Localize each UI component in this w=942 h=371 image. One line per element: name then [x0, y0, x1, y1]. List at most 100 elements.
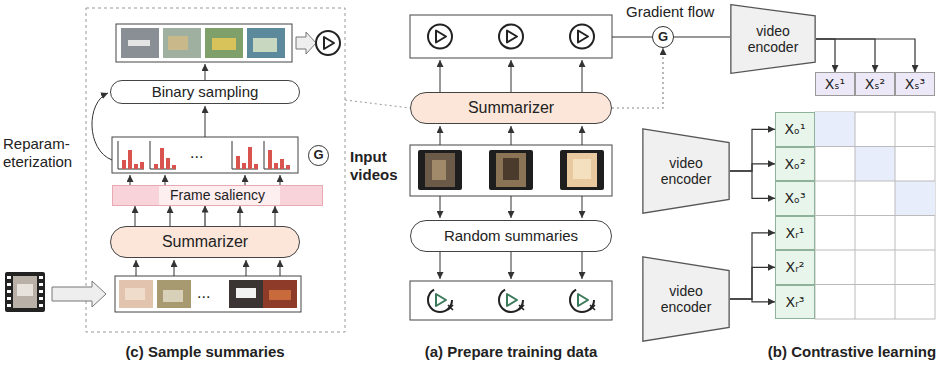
process-pill: Binary sampling — [110, 80, 300, 104]
connector — [816, 39, 915, 72]
embedding-cell: Xₒ² — [775, 147, 815, 182]
film-icon — [5, 272, 45, 312]
embedding-cell: Xₛ² — [855, 72, 895, 96]
ellipsis: ... — [197, 283, 210, 302]
summarizer-arrows — [275, 206, 276, 226]
histogram-box — [268, 150, 272, 169]
connector — [816, 39, 875, 72]
embedding-cell: Xₛ¹ — [815, 72, 855, 96]
histogram-box — [248, 147, 252, 169]
histogram-box — [264, 141, 290, 169]
histogram-box — [140, 162, 144, 169]
random-summary-row — [590, 305, 595, 310]
node-text: Summarizer — [162, 233, 248, 251]
strip-arrows — [280, 260, 281, 276]
random-summary-row — [499, 288, 523, 312]
input-video-row — [567, 153, 597, 187]
embedding-cell: Xₒ¹ — [775, 112, 815, 147]
node-text: Xₒ¹ — [785, 121, 806, 137]
similarity-grid — [815, 112, 935, 319]
dotted-link — [345, 100, 410, 108]
panel-caption: (a) Prepare training data — [425, 343, 598, 361]
input-video-row — [410, 145, 612, 196]
block-arrow — [52, 281, 106, 307]
summary-row — [507, 31, 517, 43]
summary-row — [410, 15, 612, 58]
histogram-box — [236, 156, 240, 169]
node-text: video encoder — [744, 23, 802, 55]
frame-strip — [157, 280, 191, 308]
frame-strip — [121, 28, 159, 58]
encoder-block: video encoder — [642, 256, 730, 342]
random-summary-row — [436, 294, 446, 306]
input-video-row — [489, 150, 533, 190]
strip-arrows — [136, 260, 280, 276]
histogram-box — [122, 160, 126, 169]
process-pill: Random summaries — [410, 220, 612, 252]
summarizer-box: Summarizer — [410, 92, 612, 124]
frame-strip — [269, 290, 291, 300]
film-icon — [7, 290, 11, 293]
flow-arrows — [440, 60, 441, 92]
embedding-cell: Xᵣ² — [775, 250, 815, 285]
flow-arrows — [511, 60, 512, 92]
histogram-box — [172, 165, 176, 169]
node-text: G — [658, 30, 668, 45]
summarizer-arrows — [135, 206, 275, 226]
panel-caption: (c) Sample summaries — [125, 343, 284, 361]
node-text: Xᵣ¹ — [786, 225, 805, 241]
histogram-box — [274, 163, 278, 169]
connector — [612, 48, 663, 108]
histogram-box — [112, 137, 298, 173]
frame-strip — [247, 28, 285, 58]
encoder-shape — [643, 257, 729, 341]
gradient-node: G — [308, 145, 329, 166]
node-text: Xᵣ² — [786, 259, 805, 275]
similarity-grid — [815, 112, 935, 319]
node-text: video encoder — [656, 283, 716, 315]
film-icon — [39, 276, 43, 279]
frame-strip — [115, 276, 301, 312]
play-icon — [324, 37, 334, 49]
histogram-box — [166, 158, 170, 169]
flow-arrows — [440, 126, 441, 145]
random-summary-row — [410, 281, 612, 320]
connector — [674, 36, 730, 37]
summarizer-box: Summarizer — [110, 226, 300, 258]
random-summary-row — [448, 305, 453, 310]
flow-arrows — [582, 126, 583, 145]
connector — [730, 233, 775, 299]
summary-row — [499, 25, 523, 49]
film-icon — [39, 304, 43, 307]
node-text: Summarizer — [468, 99, 554, 117]
node-text: Xₛ³ — [905, 76, 925, 92]
histogram-box — [280, 159, 284, 169]
random-summary-row — [507, 294, 517, 306]
input-video-row — [410, 145, 612, 196]
frame-strip — [205, 28, 243, 58]
embedding-cell: Xᵣ¹ — [775, 216, 815, 251]
histogram-box — [112, 137, 298, 173]
frame-strip — [163, 290, 183, 302]
input-video-row — [503, 158, 519, 180]
random-summary-row — [519, 305, 524, 310]
frame-strip — [115, 276, 301, 312]
summary-row — [578, 31, 588, 43]
node-text: Xₛ¹ — [825, 76, 845, 92]
histogram-box — [254, 164, 258, 169]
block-arrow — [296, 32, 316, 54]
flow-arrows — [440, 252, 441, 279]
film-icon — [39, 290, 43, 293]
histogram-box — [160, 148, 164, 169]
flow-arrows — [511, 252, 512, 279]
encoder-block: video encoder — [730, 4, 816, 74]
film-icon — [5, 272, 45, 312]
frame-strip — [125, 288, 145, 300]
frame-strip — [212, 38, 236, 50]
input-video-row — [560, 150, 604, 190]
frame-strip — [128, 40, 150, 46]
film-icon — [39, 297, 43, 300]
frame-strip — [163, 28, 201, 58]
input-video-row — [573, 159, 591, 179]
frame-strip — [116, 24, 292, 62]
